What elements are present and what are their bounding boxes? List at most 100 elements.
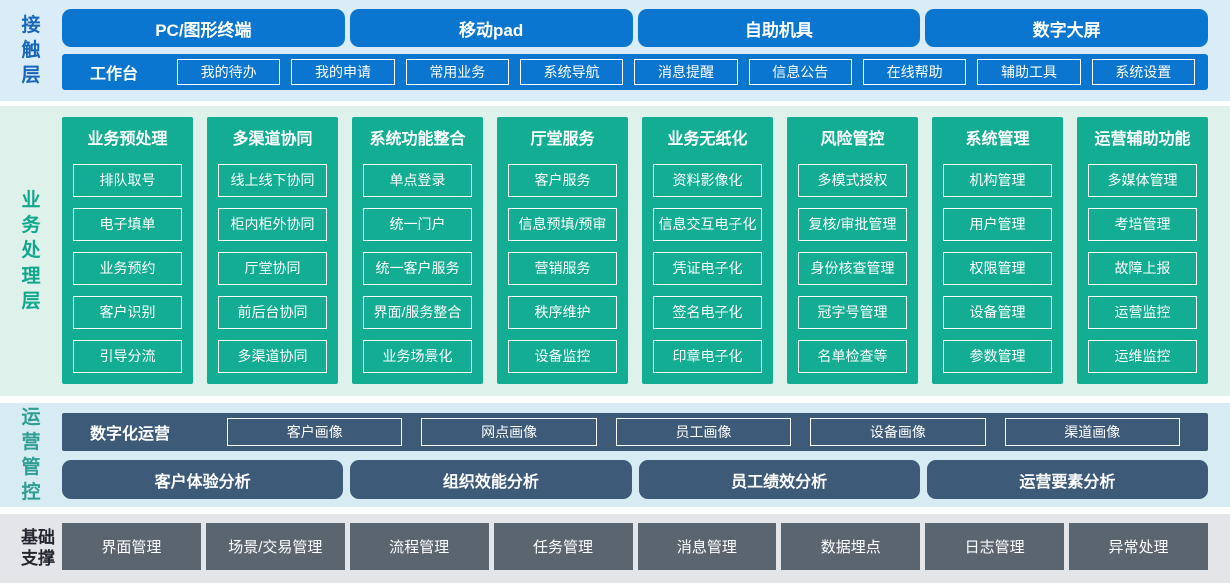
business-item: 运营监控	[1088, 296, 1197, 329]
digital-operation-label: 数字化运营	[90, 426, 171, 443]
business-item: 资料影像化	[653, 164, 762, 197]
business-item: 厅堂协同	[218, 252, 327, 285]
business-layer-label: 业务处理层	[0, 106, 62, 396]
analysis-block-employee-performance: 员工绩效分析	[638, 460, 920, 499]
business-item: 客户识别	[73, 296, 182, 329]
business-item: 单点登录	[363, 164, 472, 197]
business-columns: 业务预处理 排队取号 电子填单 业务预约 客户识别 引导分流 多渠道协同 线上线…	[62, 117, 1208, 384]
operation-layer-label-text: 运营管控	[21, 406, 41, 504]
business-column-hall-service: 厅堂服务 客户服务 信息预填/预审 营销服务 秩序维护 设备监控	[497, 117, 628, 384]
business-column-title: 风险管控	[820, 131, 885, 148]
business-item: 界面/服务整合	[363, 296, 472, 329]
analysis-block-org-efficiency: 组织效能分析	[350, 460, 632, 499]
workbench-item-common-business: 常用业务	[405, 59, 509, 85]
business-item: 印章电子化	[653, 340, 762, 373]
contact-layer-section: 接触层 PC/图形终端 移动pad 自助机具 数字大屏 工作台 我的待办 我的申…	[0, 0, 1230, 101]
business-item: 信息交互电子化	[653, 208, 762, 241]
business-column-preprocess: 业务预处理 排队取号 电子填单 业务预约 客户识别 引导分流	[62, 117, 193, 384]
business-item: 柜内柜外协同	[218, 208, 327, 241]
business-item: 业务场景化	[363, 340, 472, 373]
business-item: 身份核查管理	[798, 252, 907, 285]
business-item: 引导分流	[73, 340, 182, 373]
foundation-item-process-mgmt: 流程管理	[349, 523, 489, 570]
foundation-item-log-mgmt: 日志管理	[925, 523, 1065, 570]
business-item: 运维监控	[1088, 340, 1197, 373]
foundation-item-task-mgmt: 任务管理	[493, 523, 633, 570]
terminal-block-self-service: 自助机具	[637, 9, 921, 47]
foundation-row: 界面管理 场景/交易管理 流程管理 任务管理 消息管理 数据埋点 日志管理 异常…	[62, 523, 1208, 570]
business-column-title: 业务预处理	[87, 131, 168, 148]
workbench-item-todo: 我的待办	[177, 59, 281, 85]
business-column-ops-aux: 运营辅助功能 多媒体管理 考培管理 故障上报 运营监控 运维监控	[1077, 117, 1208, 384]
business-layer-label-text: 业务处理层	[21, 190, 41, 312]
business-column-title: 多渠道协同	[232, 131, 313, 148]
business-column-title: 系统功能整合	[369, 131, 466, 148]
business-column-title: 厅堂服务	[530, 131, 595, 148]
business-item: 统一门户	[363, 208, 472, 241]
foundation-item-message-mgmt: 消息管理	[637, 523, 777, 570]
workbench-item-reminders: 消息提醒	[634, 59, 738, 85]
foundation-item-data-tracking: 数据埋点	[781, 523, 921, 570]
business-item: 签名电子化	[653, 296, 762, 329]
business-column-multichannel: 多渠道协同 线上线下协同 柜内柜外协同 厅堂协同 前后台协同 多渠道协同	[207, 117, 338, 384]
business-item: 多媒体管理	[1088, 164, 1197, 197]
business-item: 参数管理	[943, 340, 1052, 373]
portrait-item-customer: 客户画像	[227, 418, 403, 446]
business-item: 统一客户服务	[363, 252, 472, 285]
workbench-item-aux-tools: 辅助工具	[977, 59, 1081, 85]
workbench-label: 工作台	[89, 66, 138, 83]
business-item: 故障上报	[1088, 252, 1197, 285]
terminal-block-digital-screen: 数字大屏	[925, 9, 1208, 47]
business-item: 凭证电子化	[653, 252, 762, 285]
terminal-block-pc: PC/图形终端	[62, 9, 345, 47]
business-column-system-mgmt: 系统管理 机构管理 用户管理 权限管理 设备管理 参数管理	[932, 117, 1063, 384]
contact-layer-label-text: 接触层	[21, 14, 41, 87]
business-column-integration: 系统功能整合 单点登录 统一门户 统一客户服务 界面/服务整合 业务场景化	[352, 117, 483, 384]
business-item: 秩序维护	[508, 296, 617, 329]
business-item: 考培管理	[1088, 208, 1197, 241]
business-item: 业务预约	[73, 252, 182, 285]
workbench-item-announcements: 信息公告	[748, 59, 852, 85]
foundation-item-exception-handling: 异常处理	[1069, 523, 1208, 570]
analysis-block-ops-elements: 运营要素分析	[926, 460, 1208, 499]
terminal-row: PC/图形终端 移动pad 自助机具 数字大屏	[62, 9, 1208, 47]
portrait-item-branch: 网点画像	[421, 418, 597, 446]
business-item: 营销服务	[508, 252, 617, 285]
workbench-item-navigation: 系统导航	[519, 59, 624, 85]
business-layer-section: 业务处理层 业务预处理 排队取号 电子填单 业务预约 客户识别 引导分流 多渠道…	[0, 106, 1230, 396]
business-column-title: 系统管理	[965, 131, 1030, 148]
business-column-title: 运营辅助功能	[1094, 131, 1191, 148]
workbench-item-online-help: 在线帮助	[862, 59, 967, 85]
business-item: 多模式授权	[798, 164, 907, 197]
operation-layer-label: 运营管控	[0, 403, 62, 507]
business-column-title: 业务无纸化	[667, 131, 748, 148]
business-item: 权限管理	[943, 252, 1052, 285]
workbench-item-applications: 我的申请	[291, 59, 395, 85]
workbench-bar: 工作台 我的待办 我的申请 常用业务 系统导航 消息提醒 信息公告 在线帮助 辅…	[62, 54, 1208, 90]
foundation-item-scene-transaction-mgmt: 场景/交易管理	[205, 523, 345, 570]
workbench-item-settings: 系统设置	[1091, 59, 1195, 85]
operation-layer-section: 运营管控 数字化运营 客户画像 网点画像 员工画像 设备画像 渠道画像 客户体验…	[0, 403, 1230, 507]
business-item: 前后台协同	[218, 296, 327, 329]
business-item: 客户服务	[508, 164, 617, 197]
business-item: 设备管理	[943, 296, 1052, 329]
business-item: 多渠道协同	[218, 340, 327, 373]
business-item: 信息预填/预审	[508, 208, 617, 241]
business-item: 排队取号	[73, 164, 182, 197]
portrait-item-device: 设备画像	[810, 418, 986, 446]
foundation-layer-label: 基础支撑	[21, 528, 55, 568]
business-item: 机构管理	[943, 164, 1052, 197]
analysis-row: 客户体验分析 组织效能分析 员工绩效分析 运营要素分析	[62, 460, 1208, 499]
digital-operation-bar: 数字化运营 客户画像 网点画像 员工画像 设备画像 渠道画像	[62, 413, 1208, 451]
business-item: 冠字号管理	[798, 296, 907, 329]
foundation-item-ui-mgmt: 界面管理	[62, 523, 201, 570]
business-item: 复核/审批管理	[798, 208, 907, 241]
business-item: 名单检查等	[798, 340, 907, 373]
analysis-block-customer-experience: 客户体验分析	[62, 460, 344, 499]
contact-layer-label: 接触层	[0, 0, 62, 101]
business-item: 设备监控	[508, 340, 617, 373]
terminal-block-mobile-pad: 移动pad	[349, 9, 633, 47]
business-item: 电子填单	[73, 208, 182, 241]
business-column-paperless: 业务无纸化 资料影像化 信息交互电子化 凭证电子化 签名电子化 印章电子化	[642, 117, 773, 384]
business-item: 线上线下协同	[218, 164, 327, 197]
